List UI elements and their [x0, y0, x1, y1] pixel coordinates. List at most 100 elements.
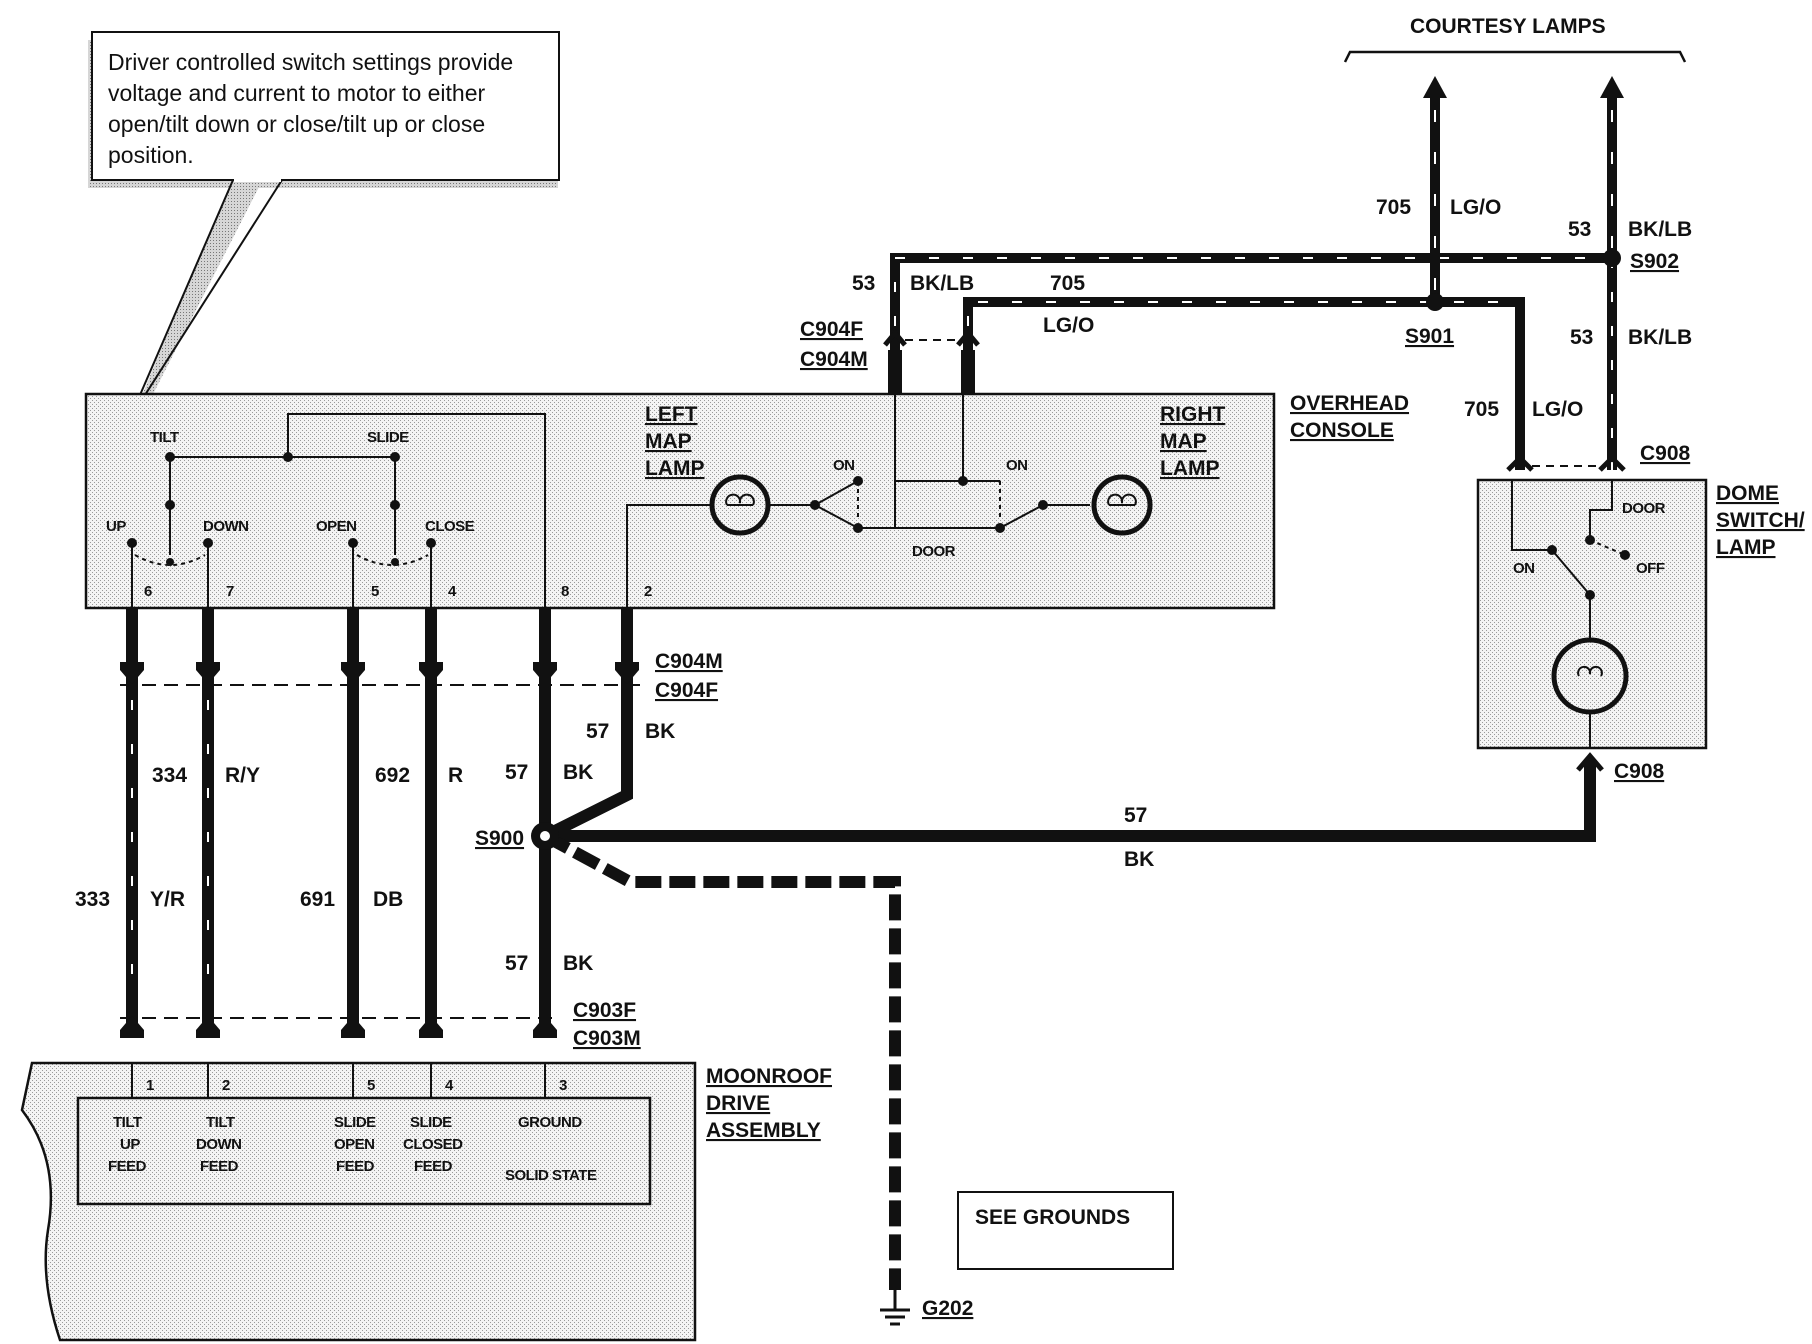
connector-c908-top: C908 — [1640, 442, 1691, 465]
up-label: UP — [106, 518, 126, 535]
wire-57c-color: BK — [563, 952, 593, 975]
see-grounds-box: SEE GROUNDS — [957, 1191, 1174, 1270]
overhead-console-label-1: OVERHEAD — [1290, 392, 1409, 415]
moonroof-pin-4: 4 — [445, 1077, 454, 1094]
moonroof-pin-1: 1 — [146, 1077, 154, 1094]
left-map-lamp-bulb — [709, 474, 771, 536]
close-label: CLOSE — [425, 518, 475, 535]
wire-53c-label: 53 — [1570, 326, 1593, 349]
wire-53-top — [890, 253, 1617, 470]
feed-slide-open-1: SLIDE — [334, 1114, 376, 1131]
dome-door-label: DOOR — [1622, 500, 1666, 517]
wire-57d-color: BK — [1124, 848, 1154, 871]
wire-57-to-ground — [542, 830, 901, 1290]
wire-53c-color: BK/LB — [1628, 326, 1692, 349]
right-map-lamp-bulb — [1091, 474, 1153, 536]
overhead-console-label-2: CONSOLE — [1290, 419, 1394, 442]
wire-57a-label: 57 — [586, 720, 609, 743]
overhead-console: OVERHEAD CONSOLE TILT SLIDE UP DOWN OP — [84, 392, 1409, 610]
wire-57a-color: BK — [645, 720, 675, 743]
callout-text-1: Driver controlled switch settings provid… — [108, 49, 513, 75]
door-label: DOOR — [912, 543, 956, 560]
console-pin-5: 5 — [371, 583, 379, 600]
connector-c904f-top: C904F — [800, 318, 863, 341]
feed-ground: GROUND — [518, 1114, 582, 1131]
wire-53-label: 53 — [1568, 218, 1591, 241]
console-pin-4: 4 — [448, 583, 457, 600]
wire-692-label: 692 — [375, 764, 410, 787]
connector-c904m-mid: C904M — [655, 650, 723, 673]
down-label: DOWN — [203, 518, 249, 535]
feed-tilt-down-2: DOWN — [196, 1136, 242, 1153]
wire-333-color: Y/R — [150, 888, 185, 911]
console-pin-6: 6 — [144, 583, 152, 600]
wire-courtesy-left — [1423, 76, 1447, 302]
slide-label: SLIDE — [367, 429, 409, 446]
moonroof-label-3: ASSEMBLY — [706, 1119, 821, 1142]
splice-s902-label: S902 — [1630, 250, 1679, 273]
callout-text-4: position. — [108, 142, 194, 168]
right-map-lamp-label-3: LAMP — [1160, 457, 1220, 480]
wire-57-to-dome — [545, 760, 1596, 842]
wire-53b-label: 53 — [852, 272, 875, 295]
callout-text-2: voltage and current to motor to either — [108, 80, 485, 106]
right-on-label: ON — [1006, 457, 1028, 474]
wire-57b-color: BK — [563, 761, 593, 784]
wire-53-color: BK/LB — [1628, 218, 1692, 241]
dome-switch-lamp: DOOR ON OFF DOME SWITCH/ LAMP — [1476, 454, 1805, 750]
dome-off-label: OFF — [1636, 560, 1665, 577]
wire-53b-color: BK/LB — [910, 272, 974, 295]
wire-705b-color: LG/O — [1043, 314, 1094, 337]
wire-705-label: 705 — [1376, 196, 1411, 219]
splice-s901-dot — [1426, 293, 1444, 311]
wire-692-color: R — [448, 764, 463, 787]
ground-g202-symbol — [880, 1290, 910, 1326]
splice-s902-dot — [1603, 249, 1621, 267]
console-top-stubs — [883, 329, 980, 394]
wire-334-color: R/Y — [225, 764, 260, 787]
solid-state-label: SOLID STATE — [505, 1167, 597, 1184]
feed-tilt-down-3: FEED — [200, 1158, 239, 1175]
feed-slide-open-3: FEED — [336, 1158, 375, 1175]
splice-s901-label: S901 — [1405, 325, 1454, 348]
moonroof-pin-3: 3 — [559, 1077, 567, 1094]
feed-slide-open-2: OPEN — [334, 1136, 375, 1153]
feed-tilt-up-3: FEED — [108, 1158, 147, 1175]
connector-c904f-mid: C904F — [655, 679, 718, 702]
courtesy-lamps-label: COURTESY LAMPS — [1410, 15, 1606, 38]
feed-slide-closed-2: CLOSED — [403, 1136, 463, 1153]
wire-57c-label: 57 — [505, 952, 528, 975]
right-map-lamp-label-2: MAP — [1160, 430, 1207, 453]
splice-s900-label: S900 — [475, 827, 524, 850]
wire-57d-label: 57 — [1124, 804, 1147, 827]
moonroof-switch — [131, 413, 546, 607]
console-pin-8: 8 — [561, 583, 569, 600]
moonroof-pin-2: 2 — [222, 1077, 230, 1094]
left-map-lamp-label-1: LEFT — [645, 403, 698, 426]
connector-c903m: C903M — [573, 1027, 641, 1050]
moonroof-label-2: DRIVE — [706, 1092, 770, 1115]
wire-691-label: 691 — [300, 888, 335, 911]
moonroof-pin-5: 5 — [367, 1077, 375, 1094]
feed-slide-closed-3: FEED — [414, 1158, 453, 1175]
wire-334-label: 334 — [152, 764, 187, 787]
wire-691-color: DB — [373, 888, 403, 911]
wire-705c-label: 705 — [1464, 398, 1499, 421]
dome-label-2: SWITCH/ — [1716, 509, 1805, 532]
wire-705c-color: LG/O — [1532, 398, 1583, 421]
moonroof-label-1: MOONROOF — [706, 1065, 832, 1088]
left-map-lamp-label-3: LAMP — [645, 457, 705, 480]
wire-705b-label: 705 — [1050, 272, 1085, 295]
wire-courtesy-right — [1600, 76, 1624, 258]
console-pin-7: 7 — [226, 583, 234, 600]
feed-tilt-up-1: TILT — [113, 1114, 142, 1131]
left-map-lamp-label-2: MAP — [645, 430, 692, 453]
feed-slide-closed-1: SLIDE — [410, 1114, 452, 1131]
dome-label-1: DOME — [1716, 482, 1779, 505]
console-pin-2: 2 — [644, 583, 652, 600]
callout-text-3: open/tilt down or close/tilt up or close — [108, 111, 485, 137]
tilt-label: TILT — [150, 429, 179, 446]
connector-c903f: C903F — [573, 999, 636, 1022]
connector-c908-bottom: C908 — [1614, 760, 1665, 783]
